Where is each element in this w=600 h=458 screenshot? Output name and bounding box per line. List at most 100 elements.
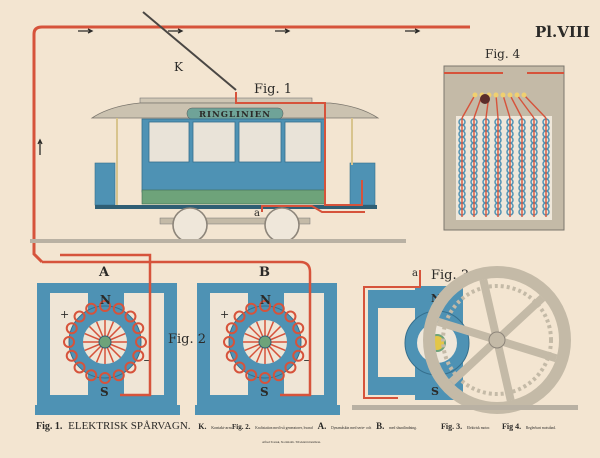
- generator-b-label: B: [259, 265, 270, 280]
- resistor-lead: [516, 94, 535, 119]
- caption-b-ref: B.: [376, 421, 384, 431]
- fig4-resistor: Fig. 4: [443, 47, 565, 231]
- armature-coil: [99, 300, 111, 312]
- armature-coil: [272, 369, 285, 382]
- plus-label: +: [60, 308, 69, 321]
- armature-coil: [124, 361, 137, 374]
- commutator: [258, 335, 272, 349]
- fig1-label: Fig. 1: [254, 82, 292, 97]
- minus-label: −: [143, 354, 152, 367]
- overhead-wire: [32, 25, 470, 264]
- gear-spoke: [495, 336, 558, 363]
- north-label: N: [100, 293, 111, 307]
- north-label: N: [260, 293, 271, 307]
- armature-coil: [259, 372, 271, 384]
- armature-coil: [233, 361, 246, 374]
- contact-stud: [514, 92, 520, 98]
- resistor-lead: [495, 94, 499, 119]
- armature-coil: [245, 302, 258, 315]
- armature-coil: [259, 300, 271, 312]
- gear-spoke: [494, 294, 546, 343]
- caption-fig4-ref: Fig 4.: [502, 422, 521, 431]
- caption-fig1-ref: Fig. 1.: [36, 421, 63, 432]
- armature-coil: [132, 349, 145, 362]
- generator-base: [195, 405, 340, 415]
- armature-coil: [284, 361, 297, 374]
- caption-k-text: Kontakt-arm.: [211, 425, 232, 430]
- caption-b-text: med shuntlindning.: [389, 426, 417, 430]
- gear-spoke: [493, 339, 515, 402]
- plate-number: Pl.VIII: [535, 23, 590, 41]
- printer-line: Alfred Svensk, Stockholm. Till elektrici…: [262, 440, 321, 445]
- fig1-tram: K Fig. 1 RINGLINIEN a: [30, 11, 406, 243]
- current-arrows: [37, 28, 421, 155]
- armature-coil: [225, 322, 238, 335]
- south-label: S: [100, 385, 109, 399]
- armature-coil: [85, 302, 98, 315]
- tram-wheels: [172, 207, 300, 243]
- fig3-point-a: a: [412, 268, 418, 279]
- armature-coil: [85, 369, 98, 382]
- tram-sign: RINGLINIEN: [199, 110, 271, 120]
- resistor-lead: [509, 94, 523, 119]
- armature-coil: [65, 322, 78, 335]
- caption-fig4-text: Reglerbart motstånd.: [526, 425, 556, 430]
- caption-fig3-ref: Fig. 3.: [441, 422, 462, 431]
- fig2-label: Fig. 2: [168, 332, 206, 347]
- caption-a-text: Dynamåskin med serie- och: [331, 425, 371, 430]
- armature-coil: [225, 349, 238, 362]
- fig3-motor: Fig. 3 a N S: [352, 266, 578, 414]
- gear-spoke: [436, 317, 499, 344]
- armature-coil: [65, 349, 78, 362]
- contact-arm-label: K: [174, 60, 184, 74]
- armature-coil: [124, 310, 137, 323]
- caption-k-ref: K.: [198, 422, 206, 431]
- gear-spoke: [479, 278, 501, 341]
- contact-stud: [521, 92, 527, 98]
- armature-coil: [223, 336, 235, 348]
- armature-coil: [135, 336, 147, 348]
- generator-b: N S + −: [195, 283, 340, 415]
- resistor-lead: [502, 94, 511, 119]
- south-label: S: [260, 385, 269, 399]
- armature-coil: [295, 336, 307, 348]
- caption-fig1-title: ELEKTRISK SPÅRVAGN.: [68, 420, 191, 432]
- armature-coil: [272, 302, 285, 315]
- armature-coil: [245, 369, 258, 382]
- generator-base: [35, 405, 180, 415]
- armature-coil: [73, 310, 86, 323]
- armature-coil: [112, 302, 125, 315]
- rail: [30, 239, 406, 243]
- contact-stud: [472, 92, 478, 98]
- armature-coil: [292, 349, 305, 362]
- armature-coil: [132, 322, 145, 335]
- armature-coil: [284, 310, 297, 323]
- armature-coil: [99, 372, 111, 384]
- plus-label: +: [220, 308, 229, 321]
- fig4-label: Fig. 4: [485, 47, 520, 61]
- contact-stud: [493, 92, 499, 98]
- caption: Fig. 1. ELEKTRISK SPÅRVAGN. K. Kontakt-a…: [36, 420, 556, 432]
- fig3-south: S: [431, 385, 439, 398]
- commutator: [98, 335, 112, 349]
- generator-a: N S + −: [35, 283, 180, 415]
- trolley-pole: [142, 11, 237, 91]
- gear-spoke: [448, 337, 500, 386]
- contact-stud: [500, 92, 506, 98]
- armature-coil: [292, 322, 305, 335]
- caption-fig2-text: Kraftstation med två generatorer, hvaraf: [255, 425, 313, 431]
- armature-coil: [233, 310, 246, 323]
- caption-fig2-ref: Fig. 2.: [232, 423, 251, 431]
- resistor-lead: [461, 94, 476, 119]
- caption-a-ref: A.: [318, 421, 327, 431]
- point-a-label: a: [254, 208, 260, 219]
- generator-a-label: A: [98, 265, 110, 280]
- caption-fig3-text: Elektrisk motor.: [467, 426, 490, 430]
- contact-stud: [507, 92, 513, 98]
- minus-label: −: [303, 354, 312, 367]
- resistor-lead: [523, 94, 547, 119]
- armature-coil: [73, 361, 86, 374]
- armature-coil: [63, 336, 75, 348]
